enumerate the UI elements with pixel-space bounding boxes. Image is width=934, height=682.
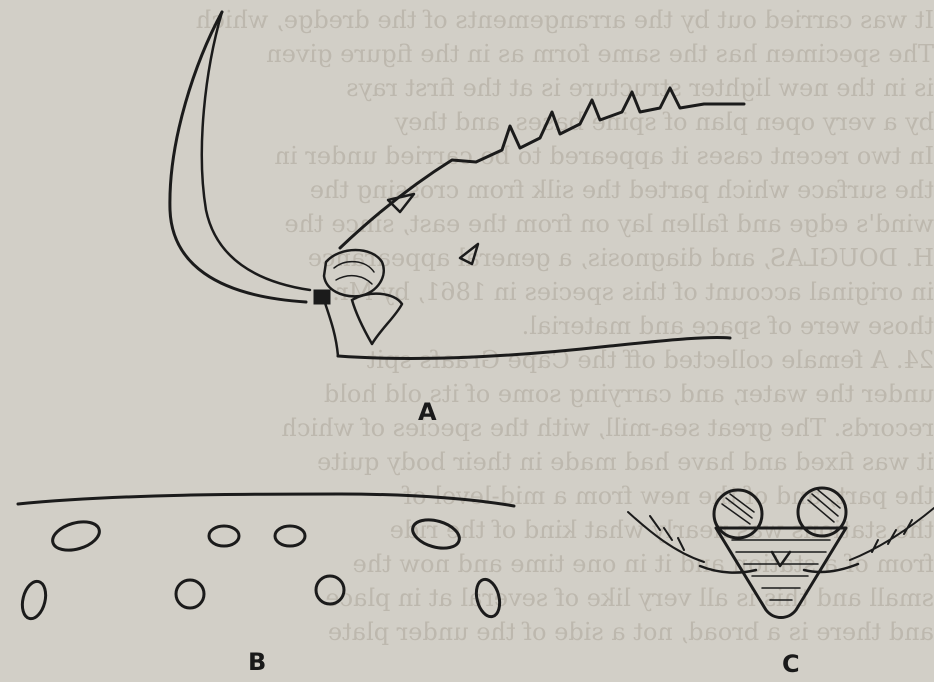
eye-posterior-lateral-right [473,577,504,619]
lower-margin [338,337,730,358]
carapace-edge [18,494,514,506]
fang-inner-edge [202,12,310,290]
joint-lobe-shading [334,262,374,284]
joint-lobe-lower [352,294,402,344]
bristles-right [850,508,934,560]
eye-posterior-median-right [316,576,344,604]
joint-mark [314,290,330,304]
eye-posterior-lateral-left [19,579,50,621]
figure-a-label: A [418,398,437,426]
eye-anterior-lateral-right [409,515,462,553]
small-tooth [460,244,478,264]
plate-hatching [732,540,830,600]
eye-anterior-median-left [209,526,239,546]
basal-tooth [388,194,414,212]
eye-posterior-median-left [176,580,204,608]
lobe-hatching [722,490,840,524]
figure-c-drawing [628,488,934,618]
joint-edge [324,300,338,356]
joint-lobe-upper [324,250,384,296]
fang-outer-edge [170,12,306,302]
figure-b-label: B [248,648,266,676]
dentate-margin [340,88,744,248]
lobe-left [714,490,762,538]
eye-anterior-median-right [275,526,305,546]
figure-a-drawing [170,12,744,358]
eye-anterior-lateral-left [49,517,102,555]
bristles-left [628,512,704,562]
figure-b-drawing [18,494,514,621]
figure-c-label: C [782,650,800,678]
